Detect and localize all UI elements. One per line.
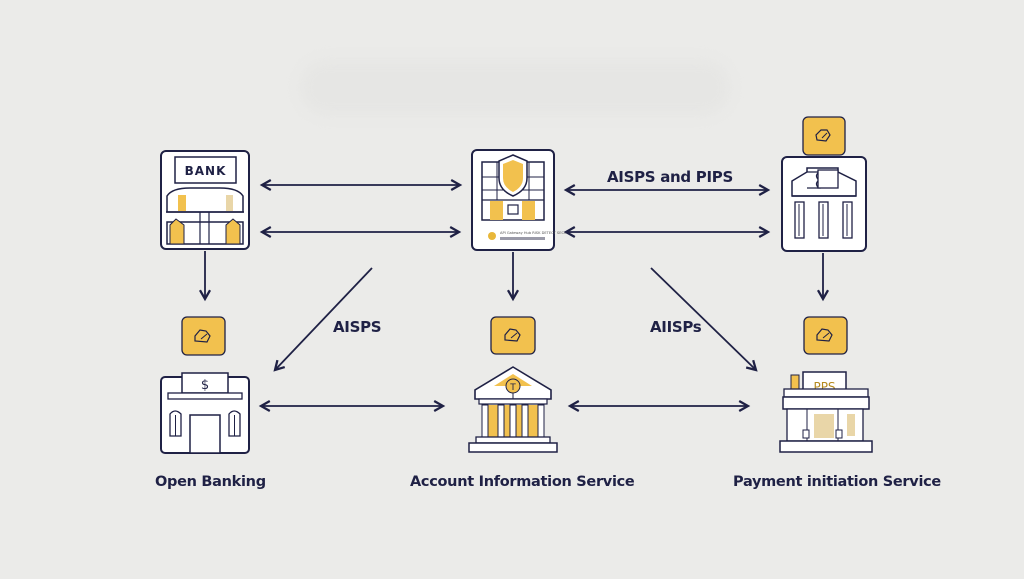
hand-card-icon bbox=[194, 329, 211, 343]
hand-card-icon bbox=[815, 129, 831, 142]
node-open-banking: $ bbox=[160, 372, 250, 454]
badge-center bbox=[490, 316, 536, 355]
hand-card-icon bbox=[816, 328, 833, 342]
caption-open-banking: Open Banking bbox=[155, 474, 266, 490]
background-watermark bbox=[300, 60, 730, 115]
hand-card-icon bbox=[504, 328, 521, 342]
aisp-fine-print: API Gateway Hub RISK DETECT SECURE bbox=[500, 231, 572, 235]
bank-sign-text: BANK bbox=[185, 164, 227, 178]
badge-top-right bbox=[802, 116, 846, 156]
node-account-info: T bbox=[468, 366, 558, 453]
edge-diag-left bbox=[273, 267, 373, 372]
badge-right bbox=[803, 316, 848, 355]
node-payment-init: PPS bbox=[779, 371, 873, 453]
caption-payment-initiation-service: Payment initiation Service bbox=[733, 474, 941, 490]
edge-diag-right bbox=[650, 267, 758, 372]
node-pisp-top bbox=[781, 156, 867, 252]
caption-account-information-service: Account Information Service bbox=[410, 474, 635, 490]
edge-label-aisps-and-pips: AISPS and PIPS bbox=[607, 168, 733, 186]
bank-t-sign: T bbox=[509, 383, 516, 393]
node-aisp-top: API Gateway Hub RISK DETECT SECURE bbox=[471, 149, 572, 251]
badge-left bbox=[181, 316, 226, 356]
edge-label-aiisps: AIISPs bbox=[650, 318, 702, 336]
node-bank-top: BANK bbox=[160, 150, 250, 250]
dollar-sign-text: $ bbox=[201, 378, 209, 393]
edge-label-aisps: AISPS bbox=[333, 318, 382, 336]
